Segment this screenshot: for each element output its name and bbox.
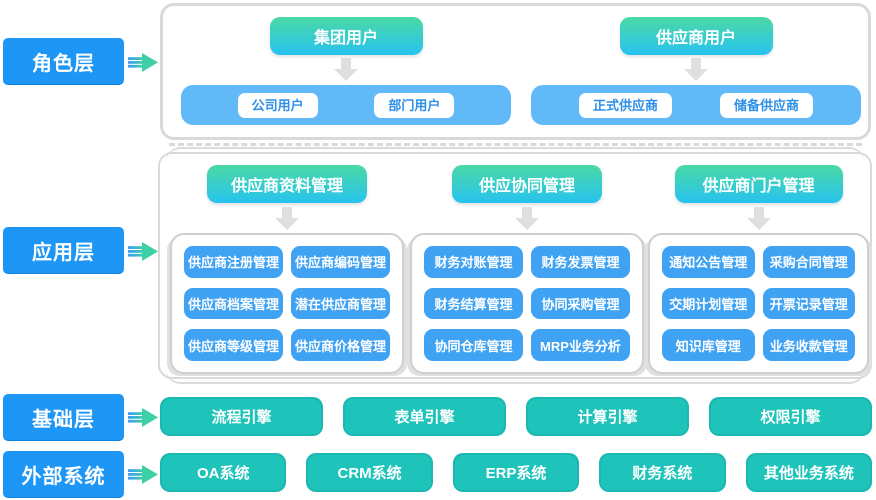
flow-arrow-icon <box>128 465 158 484</box>
layer-label-base: 基础层 <box>3 394 124 440</box>
app-group-supplier-data: 供应商资料管理 供应商注册管理 供应商编码管理 供应商档案管理 潜在供应商管理 … <box>170 154 404 374</box>
role-layer-panel: 集团用户 公司用户 部门用户 供应商用户 正式供应商 储备供应商 <box>160 3 871 146</box>
app-module: 开票记录管理 <box>762 287 855 320</box>
down-arrow-icon <box>684 58 708 81</box>
role-item: 部门用户 <box>374 92 455 118</box>
application-layer-panel: 供应商资料管理 供应商注册管理 供应商编码管理 供应商档案管理 潜在供应商管理 … <box>158 147 872 384</box>
app-module: 潜在供应商管理 <box>291 287 390 320</box>
app-group-header: 供应商资料管理 <box>207 165 367 203</box>
app-module: 采购合同管理 <box>762 246 855 278</box>
app-group-header: 供应商门户管理 <box>674 165 843 203</box>
group-user-header: 集团用户 <box>269 17 423 55</box>
role-group-supplier-user: 供应商用户 正式供应商 储备供应商 <box>531 6 861 125</box>
flow-arrow-icon <box>128 242 158 261</box>
supplier-user-bar: 正式供应商 储备供应商 <box>531 85 861 125</box>
supplier-user-header: 供应商用户 <box>619 17 773 55</box>
app-module: 知识库管理 <box>662 329 755 361</box>
app-module: 通知公告管理 <box>662 246 755 278</box>
flow-arrow-icon <box>128 53 158 72</box>
external-system-box: OA系统 <box>160 453 287 492</box>
app-module: 供应商价格管理 <box>291 329 390 361</box>
role-group-group-user: 集团用户 公司用户 部门用户 <box>181 6 511 125</box>
role-item: 公司用户 <box>237 92 318 118</box>
app-module: 协同采购管理 <box>531 287 630 320</box>
app-module: 财务对账管理 <box>424 246 523 278</box>
layer-label-role: 角色层 <box>3 38 124 84</box>
group-user-bar: 公司用户 部门用户 <box>181 85 511 125</box>
engine-box: 表单引擎 <box>343 397 506 436</box>
layer-label-app: 应用层 <box>3 227 124 273</box>
app-group-box: 供应商注册管理 供应商编码管理 供应商档案管理 潜在供应商管理 供应商等级管理 … <box>170 233 404 374</box>
down-arrow-icon <box>746 207 771 230</box>
external-system-box: CRM系统 <box>306 453 433 492</box>
app-module: 供应商等级管理 <box>184 329 283 361</box>
app-module: 供应商注册管理 <box>184 246 283 278</box>
external-system-box: 财务系统 <box>599 453 726 492</box>
role-item: 正式供应商 <box>578 92 672 118</box>
app-group-box: 财务对账管理 财务发票管理 财务结算管理 协同采购管理 协同仓库管理 MRP业务… <box>410 233 644 374</box>
app-group-header: 供应协同管理 <box>452 165 602 203</box>
base-layer-row: 流程引擎 表单引擎 计算引擎 权限引擎 <box>160 397 872 436</box>
engine-box: 计算引擎 <box>526 397 689 436</box>
role-item: 储备供应商 <box>719 92 813 118</box>
app-group-supplier-portal: 供应商门户管理 通知公告管理 采购合同管理 交期计划管理 开票记录管理 知识库管… <box>648 154 869 374</box>
external-systems-row: OA系统 CRM系统 ERP系统 财务系统 其他业务系统 <box>160 453 873 492</box>
down-arrow-icon <box>334 58 358 81</box>
app-module: 业务收款管理 <box>762 329 855 361</box>
app-module: 供应商编码管理 <box>291 246 390 278</box>
layer-label-external: 外部系统 <box>3 451 124 497</box>
app-module: 交期计划管理 <box>662 287 755 320</box>
engine-box: 权限引擎 <box>709 397 872 436</box>
flow-arrow-icon <box>128 408 158 427</box>
external-system-box: ERP系统 <box>452 453 580 492</box>
app-module: MRP业务分析 <box>531 329 630 361</box>
app-group-supply-collab: 供应协同管理 财务对账管理 财务发票管理 财务结算管理 协同采购管理 协同仓库管… <box>410 154 644 374</box>
down-arrow-icon <box>275 207 299 230</box>
engine-box: 流程引擎 <box>160 397 323 436</box>
external-system-box: 其他业务系统 <box>745 453 873 492</box>
app-module: 财务发票管理 <box>531 246 630 278</box>
app-group-box: 通知公告管理 采购合同管理 交期计划管理 开票记录管理 知识库管理 业务收款管理 <box>648 233 869 374</box>
app-module: 协同仓库管理 <box>424 329 523 361</box>
app-module: 财务结算管理 <box>424 287 523 320</box>
down-arrow-icon <box>515 207 539 230</box>
app-module: 供应商档案管理 <box>184 287 283 320</box>
